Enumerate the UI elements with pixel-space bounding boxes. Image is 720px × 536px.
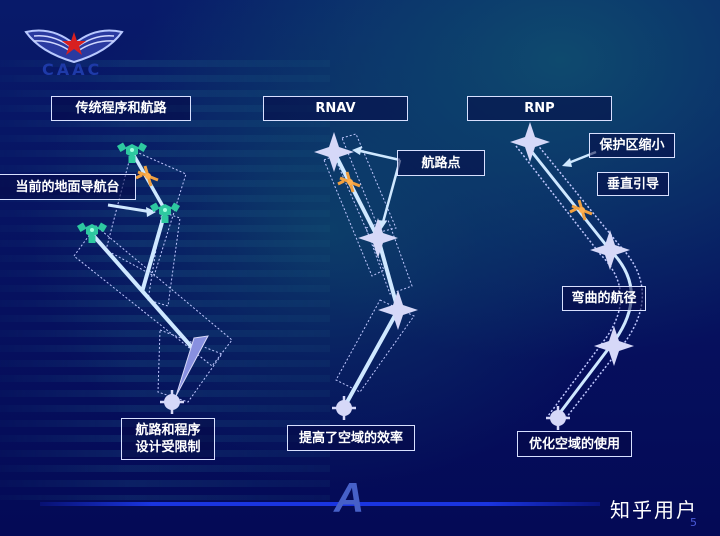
rnav-caption: 提高了空域的效率 bbox=[287, 425, 415, 451]
page-number: 5 bbox=[690, 516, 697, 529]
traditional-title: 传统程序和航路 bbox=[51, 96, 191, 121]
rnp-title: RNP bbox=[467, 96, 612, 121]
protection-area-callout: 保护区缩小 bbox=[589, 133, 675, 158]
rnp-route-diagram bbox=[510, 122, 644, 432]
caac-text: CAAC bbox=[42, 60, 103, 79]
rnp-caption: 优化空域的使用 bbox=[517, 431, 632, 457]
waypoint-callout: 航路点 bbox=[397, 150, 485, 176]
caac-wings-logo bbox=[24, 29, 124, 64]
footer-rule bbox=[40, 502, 600, 506]
vertical-guidance-callout: 垂直引导 bbox=[597, 172, 669, 196]
rnav-title: RNAV bbox=[263, 96, 408, 121]
a-logo-icon: A bbox=[334, 474, 365, 521]
traditional-caption-line-2: 设计受限制 bbox=[135, 440, 201, 455]
ground-navaid-callout: 当前的地面导航台 bbox=[0, 174, 136, 200]
curved-path-callout: 弯曲的航径 bbox=[562, 286, 646, 311]
traditional-route-diagram bbox=[73, 142, 233, 416]
traditional-caption-line-1: 航路和程序 bbox=[135, 423, 201, 438]
traditional-caption: 航路和程序 设计受限制 bbox=[121, 418, 215, 460]
watermark: 知乎用户 bbox=[610, 498, 698, 522]
